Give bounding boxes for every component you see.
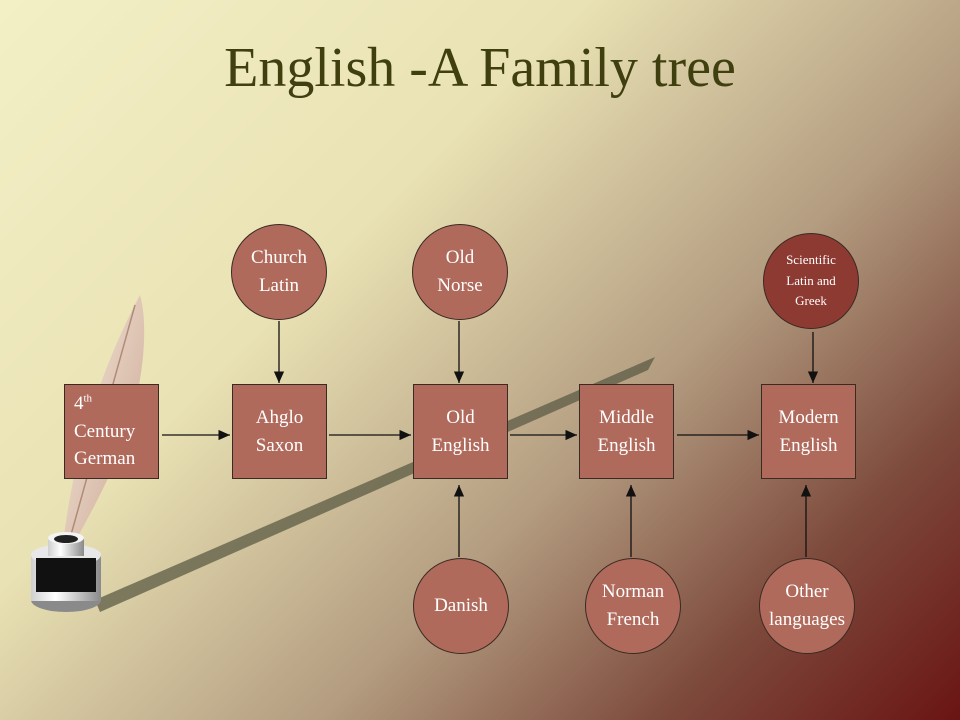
node-ahglo-saxon: Ahglo Saxon	[232, 384, 327, 479]
node-line: 4th	[74, 392, 93, 415]
node-church-latin: Church Latin	[231, 224, 327, 320]
node-scientific-latin-greek: Scientific Latin and Greek	[763, 233, 859, 329]
node-line: German	[74, 448, 136, 470]
node-modern-english: Modern English	[761, 384, 856, 479]
quill-shadow	[95, 357, 655, 612]
node-line: languages	[769, 609, 845, 630]
node-other-languages: Other languages	[759, 558, 855, 654]
node-4th-century-german: 4th Century German	[64, 384, 159, 479]
node-line: English	[431, 434, 490, 456]
node-line: Century	[74, 420, 136, 442]
node-line: English	[779, 434, 838, 456]
slide-title: English -A Family tree	[224, 37, 736, 99]
node-line: Norman	[601, 580, 665, 602]
node-line: Scientific	[786, 251, 836, 267]
node-line: Saxon	[255, 434, 304, 456]
node-line: Church	[251, 246, 307, 268]
node-line: Latin	[258, 275, 300, 296]
node-line: Latin and	[786, 272, 836, 288]
node-line: Modern	[778, 406, 839, 428]
node-line: Old	[446, 406, 475, 428]
node-danish: Danish	[413, 558, 509, 654]
node-old-norse: Old Norse	[412, 224, 508, 320]
node-norman-french: Norman French	[585, 558, 681, 654]
node-old-english: Old English	[413, 384, 508, 479]
node-line: French	[606, 609, 660, 630]
connector-arrows	[162, 321, 819, 557]
node-line: Old	[445, 246, 475, 268]
node-line: Ahglo	[255, 406, 304, 428]
node-line: English	[597, 434, 656, 456]
node-middle-english: Middle English	[579, 384, 674, 479]
node-line: Greek	[795, 293, 827, 309]
node-line: Danish	[434, 594, 488, 616]
inkwell-icon	[31, 532, 101, 612]
node-line: Norse	[437, 275, 483, 296]
node-line: Other	[785, 580, 829, 602]
node-line: Middle	[599, 406, 654, 428]
